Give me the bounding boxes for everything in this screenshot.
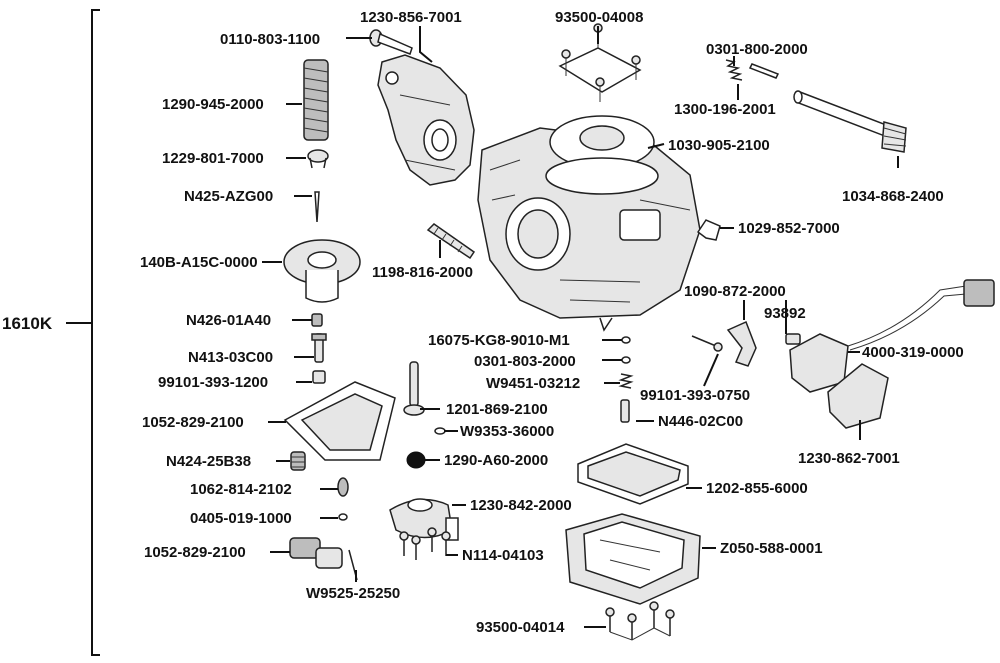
label-w9353-36000: W9353-36000 <box>460 423 554 440</box>
screw-99101-393-0750-part <box>691 335 723 352</box>
washer-0405-019-1000-part <box>338 513 348 521</box>
label-1201-869-2100: 1201-869-2100 <box>446 401 548 418</box>
label-1052-829-2100-upper: 1052-829-2100 <box>142 414 244 431</box>
assembly-bracket <box>66 9 100 656</box>
o-ring-w9353-36000-part <box>434 427 446 435</box>
screws-n114-04103-part <box>399 527 451 560</box>
spring-1290-945-2000-part <box>303 59 329 141</box>
label-n413-03c00: N413-03C00 <box>188 349 273 366</box>
gasket-1052-829-2100-part <box>283 381 396 461</box>
label-0301-803-2000: 0301-803-2000 <box>474 353 576 370</box>
label-1230-862-7001: 1230-862-7001 <box>798 450 900 467</box>
spring-w9451-03212-part <box>618 373 634 389</box>
label-1198-816-2000: 1198-816-2000 <box>372 264 473 281</box>
lever-1090-872-2000-part <box>726 320 757 367</box>
jet-16075-kg8-9010-m1-part <box>621 336 631 344</box>
cover-1230-862-7001-part <box>827 363 889 429</box>
bolt-93892-part <box>785 333 801 345</box>
label-1029-852-7000: 1029-852-7000 <box>738 220 840 237</box>
jet-needle-n425-azg00-part <box>314 191 320 223</box>
assembly-code-label: 1610K <box>2 314 53 333</box>
label-n424-25b38: N424-25B38 <box>166 453 251 470</box>
gasket-1202-855-6000-part <box>577 443 689 505</box>
label-n425-azg00: N425-AZG00 <box>184 188 273 205</box>
label-93892: 93892 <box>764 305 806 322</box>
label-n114-04103: N114-04103 <box>462 547 544 564</box>
label-n446-02c00: N446-02C00 <box>658 413 743 430</box>
valve-1201-869-2100-part <box>403 361 425 416</box>
sensor-4000-319-0000-part <box>789 279 995 393</box>
label-99101-393-0750: 99101-393-0750 <box>640 387 750 404</box>
pump-cover-1230-842-2000-part <box>389 498 459 541</box>
pin-0301-803-2000-part <box>621 356 631 364</box>
label-1034-868-2400: 1034-868-2400 <box>842 188 944 205</box>
label-1300-196-2001: 1300-196-2001 <box>674 101 776 118</box>
label-1052-829-2100-lower: 1052-829-2100 <box>144 544 246 561</box>
screw-0110-803-1100-part <box>369 29 413 55</box>
jet-n413-03c00-part <box>311 333 327 363</box>
label-w9525-25250: W9525-25250 <box>306 585 400 602</box>
screws-93500-04014-part <box>605 601 675 641</box>
jet-n426-01a40-part <box>311 313 323 327</box>
label-0405-019-1000: 0405-019-1000 <box>190 510 292 527</box>
label-93500-04008: 93500-04008 <box>555 9 643 26</box>
needle-retainer-1229-801-7000-part <box>307 149 329 169</box>
label-1030-905-2100: 1030-905-2100 <box>668 137 770 154</box>
throttle-shaft-1034-868-2400-part <box>793 90 907 153</box>
label-0110-803-1100: 0110-803-1100 <box>220 31 320 48</box>
label-1090-872-2000: 1090-872-2000 <box>684 283 786 300</box>
label-1290-945-2000: 1290-945-2000 <box>162 96 264 113</box>
pin-0301-800-2000-part <box>748 63 780 79</box>
label-n426-01a40: N426-01A40 <box>186 312 271 329</box>
jet-n424-25b38-part <box>290 451 306 471</box>
label-1230-842-2000: 1230-842-2000 <box>470 497 572 514</box>
label-1062-814-2102: 1062-814-2102 <box>190 481 292 498</box>
seal-1062-814-2102-part <box>337 477 349 497</box>
screw-n446-02c00-part <box>620 399 630 423</box>
label-140b-a15c-0000: 140B-A15C-0000 <box>140 254 258 271</box>
label-93500-04014: 93500-04014 <box>476 619 565 636</box>
diaphragm-140b-a15c-0000-part <box>283 239 361 303</box>
label-z050-588-0001: Z050-588-0001 <box>720 540 823 557</box>
screw-1198-816-2000-part <box>426 223 476 260</box>
float-bowl-z050-588-0001-part <box>565 513 701 605</box>
side-cover-1230-856-7001-part <box>377 54 475 186</box>
float-1290-a60-2000-part <box>406 451 426 469</box>
label-w9451-03212: W9451-03212 <box>486 375 580 392</box>
leader-lines <box>262 26 899 628</box>
label-4000-319-0000: 4000-319-0000 <box>862 344 964 361</box>
label-0301-800-2000: 0301-800-2000 <box>706 41 808 58</box>
label-99101-393-1200: 99101-393-1200 <box>158 374 268 391</box>
jet-99101-393-1200-part <box>312 370 326 384</box>
top-cover-93500-04008-part <box>558 23 642 102</box>
carburetor-body-1030-905-2100-part <box>477 115 701 332</box>
actuator-1052-829-2100-part <box>289 537 343 569</box>
label-1230-856-7001: 1230-856-7001 <box>360 9 462 26</box>
fitting-1029-852-7000-part <box>696 219 721 241</box>
label-16075-kg8-9010-m1: 16075-KG8-9010-M1 <box>428 332 570 349</box>
label-1229-801-7000: 1229-801-7000 <box>162 150 264 167</box>
label-1202-855-6000: 1202-855-6000 <box>706 480 808 497</box>
label-1290-a60-2000: 1290-A60-2000 <box>444 452 548 469</box>
